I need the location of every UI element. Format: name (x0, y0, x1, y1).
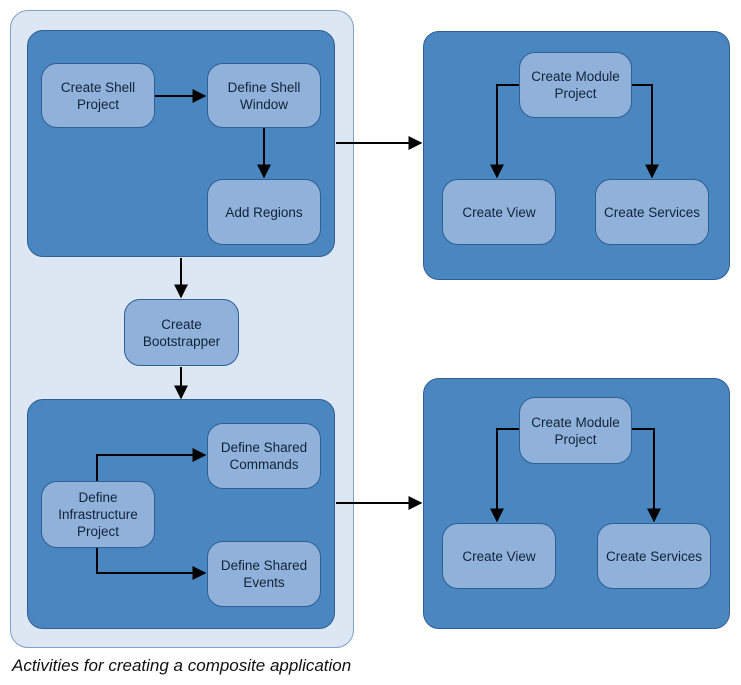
module-bottom-create-module-project-node: Create Module Project (519, 397, 632, 464)
define-shared-commands-node: Define Shared Commands (207, 423, 321, 489)
define-shell-window-node: Define Shell Window (207, 63, 321, 128)
module-bottom-create-view-node: Create View (442, 523, 556, 589)
arrow-module-bottom-to-view (490, 428, 519, 523)
arrow-infra-to-events (96, 548, 207, 580)
create-shell-project-node: Create Shell Project (41, 63, 155, 128)
arrow-module-top-to-services (632, 84, 659, 179)
figure-caption: Activities for creating a composite appl… (12, 656, 352, 675)
module-top-create-services-node: Create Services (595, 179, 709, 245)
module-bottom-create-services-node: Create Services (597, 523, 711, 589)
define-infrastructure-project-node: Define Infrastructure Project (41, 481, 155, 548)
arrow-module-top-to-view (490, 84, 519, 179)
define-shared-events-node: Define Shared Events (207, 541, 321, 607)
arrow-infra-to-commands (96, 448, 207, 481)
module-top-create-module-project-node: Create Module Project (519, 52, 632, 118)
add-regions-node: Add Regions (207, 179, 321, 245)
arrow-module-bottom-to-services (632, 428, 661, 523)
create-bootstrapper-node: Create Bootstrapper (124, 299, 239, 366)
module-top-create-view-node: Create View (442, 179, 556, 245)
